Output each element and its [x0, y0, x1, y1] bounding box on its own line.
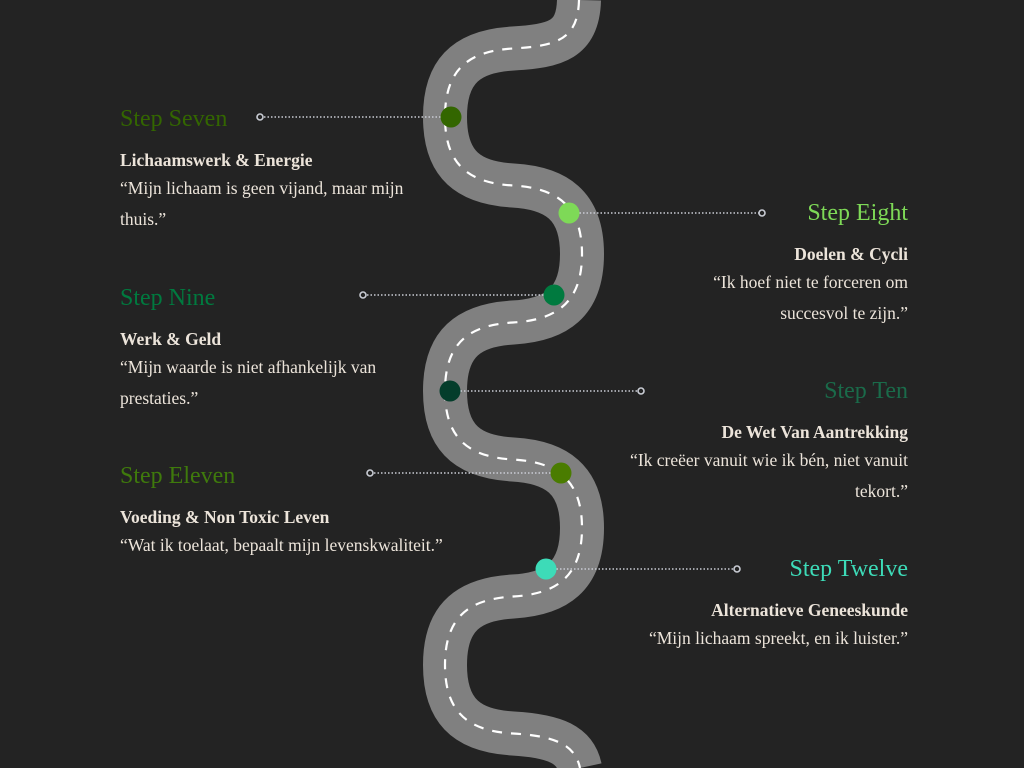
- step-subtitle: Voeding & Non Toxic Leven: [120, 507, 330, 527]
- step-quote: “Wat ik toelaat, bepaalt mijn levenskwal…: [120, 535, 443, 555]
- step-title: Step Nine: [120, 285, 216, 311]
- step-title: Step Eight: [807, 200, 908, 226]
- milestone-dot: [440, 106, 462, 128]
- step-title: Step Seven: [120, 106, 228, 132]
- step-title: Step Ten: [824, 378, 908, 404]
- milestone-dot: [558, 202, 580, 224]
- step-title: Step Twelve: [789, 556, 908, 582]
- connector-end-icon: [256, 113, 264, 121]
- connector-end-icon: [733, 565, 741, 573]
- milestone-dot: [439, 380, 461, 402]
- step-subtitle: Lichaamswerk & Energie: [120, 150, 313, 170]
- connector-end-icon: [366, 469, 374, 477]
- step-seven: Step Seven Lichaamswerk & Energie “Mijn …: [120, 105, 450, 235]
- connector-end-icon: [758, 209, 766, 217]
- step-quote: “Ik creëer vanuit wie ik bén, niet vanui…: [630, 450, 908, 501]
- step-title: Step Eleven: [120, 463, 236, 489]
- step-subtitle: Doelen & Cycli: [794, 244, 908, 264]
- step-quote: “Mijn waarde is niet afhankelijk van pre…: [120, 357, 377, 408]
- step-eleven: Step Eleven Voeding & Non Toxic Leven “W…: [120, 462, 500, 561]
- step-subtitle: Werk & Geld: [120, 329, 222, 349]
- road-surface: [422, 0, 605, 768]
- step-eight: Step Eight Doelen & Cycli “Ik hoef niet …: [578, 199, 908, 329]
- step-quote: “Mijn lichaam is geen vijand, maar mijn …: [120, 178, 404, 229]
- step-subtitle: De Wet Van Aantrekking: [721, 422, 908, 442]
- step-ten: Step Ten De Wet Van Aantrekking “Ik creë…: [578, 377, 908, 507]
- milestone-dot: [543, 284, 565, 306]
- step-nine: Step Nine Werk & Geld “Mijn waarde is ni…: [120, 284, 450, 414]
- step-subtitle: Alternatieve Geneeskunde: [711, 600, 908, 620]
- step-quote: “Ik hoef niet te forceren om succesvol t…: [713, 272, 908, 323]
- step-twelve: Step Twelve Alternatieve Geneeskunde “Mi…: [578, 555, 908, 654]
- step-quote: “Mijn lichaam spreekt, en ik luister.”: [648, 628, 908, 648]
- connector-end-icon: [359, 291, 367, 299]
- milestone-dot: [550, 462, 572, 484]
- milestone-dot: [535, 558, 557, 580]
- connector-end-icon: [637, 387, 645, 395]
